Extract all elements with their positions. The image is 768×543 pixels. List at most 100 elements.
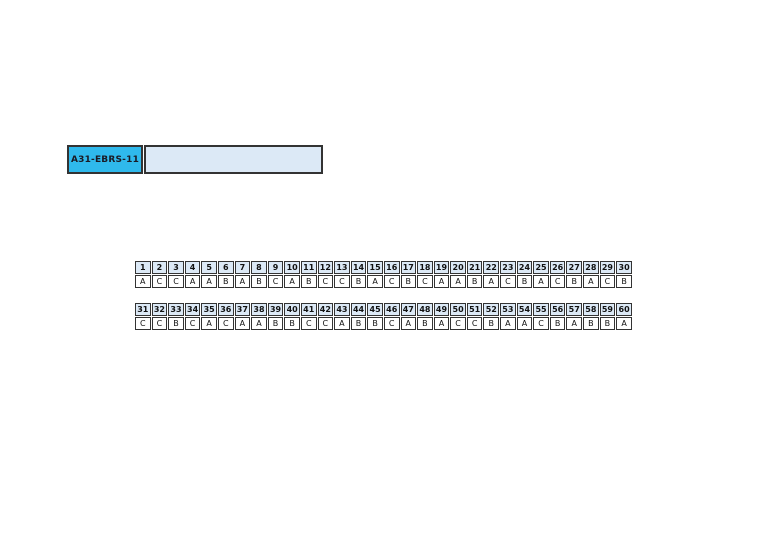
question-number-cell: 8 (251, 261, 267, 274)
answer-cell: C (500, 275, 516, 288)
question-number-cell: 21 (466, 261, 483, 274)
answer-cell: A (400, 317, 417, 330)
question-number-cell: 5 (201, 261, 217, 274)
question-number-cell: 34 (184, 303, 201, 316)
answer-cell: A (433, 317, 450, 330)
answer-cell: C (450, 317, 466, 330)
question-number-cell: 30 (616, 261, 632, 274)
question-number-cell: 35 (201, 303, 217, 316)
question-number-cell: 13 (334, 261, 350, 274)
question-number-cell: 4 (184, 261, 201, 274)
label-empty-cell (144, 145, 323, 174)
question-number-cell: 6 (217, 261, 234, 274)
answer-cell: B (350, 317, 367, 330)
answer-cell: C (267, 275, 284, 288)
answer-cell: B (284, 317, 300, 330)
answer-cell: A (516, 317, 533, 330)
answer-cell: C (599, 275, 616, 288)
question-number-cell: 55 (533, 303, 549, 316)
answer-cell: A (483, 275, 500, 288)
question-number-cell: 37 (234, 303, 251, 316)
answer-cell: B (599, 317, 616, 330)
answer-cell: A (234, 275, 251, 288)
question-number-cell: 7 (234, 261, 251, 274)
question-number-cell: 16 (383, 261, 400, 274)
question-number-cell: 2 (151, 261, 168, 274)
question-number-cell: 1 (135, 261, 151, 274)
answer-cell: A (533, 275, 549, 288)
question-number-cell: 31 (135, 303, 151, 316)
question-number-cell: 11 (300, 261, 317, 274)
question-number-cell: 36 (217, 303, 234, 316)
question-number-cell: 39 (267, 303, 284, 316)
question-number-cell: 12 (317, 261, 334, 274)
answer-cell: C (334, 275, 350, 288)
answer-cell: B (516, 275, 533, 288)
question-number-cell: 53 (500, 303, 516, 316)
question-number-cell: 27 (566, 261, 583, 274)
question-number-cell: 56 (549, 303, 566, 316)
question-number-cell: 54 (516, 303, 533, 316)
question-number-cell: 50 (450, 303, 466, 316)
answer-cell: C (151, 275, 168, 288)
question-number-cell: 29 (599, 261, 616, 274)
answer-cell: C (217, 317, 234, 330)
question-number-cell: 40 (284, 303, 300, 316)
question-number-cell: 25 (533, 261, 549, 274)
question-number-cell: 28 (583, 261, 599, 274)
answer-cell: B (549, 317, 566, 330)
answer-cell: A (450, 275, 466, 288)
answer-cell: B (483, 317, 500, 330)
answer-cell: B (417, 317, 433, 330)
question-number-cell: 14 (350, 261, 367, 274)
answer-cell: B (217, 275, 234, 288)
answer-cell: C (184, 317, 201, 330)
question-number-cell: 33 (168, 303, 184, 316)
question-number-cell: 45 (367, 303, 383, 316)
question-number-cell: 51 (466, 303, 483, 316)
answer-cell: A (367, 275, 383, 288)
question-number-cell: 41 (300, 303, 317, 316)
answer-cell: B (168, 317, 184, 330)
answer-cell: C (317, 275, 334, 288)
question-number-cell: 9 (267, 261, 284, 274)
question-number-cell: 19 (433, 261, 450, 274)
answer-cell: C (300, 317, 317, 330)
answer-cell: A (500, 317, 516, 330)
question-number-cell: 26 (549, 261, 566, 274)
question-number-cell: 48 (417, 303, 433, 316)
question-number-cell: 60 (616, 303, 632, 316)
answer-cell: A (201, 275, 217, 288)
answer-cell: C (317, 317, 334, 330)
answer-cell: A (234, 317, 251, 330)
question-number-cell: 43 (334, 303, 350, 316)
question-number-cell: 23 (500, 261, 516, 274)
question-number-cell: 20 (450, 261, 466, 274)
question-number-cell: 59 (599, 303, 616, 316)
question-number-cell: 18 (417, 261, 433, 274)
answer-cell: C (417, 275, 433, 288)
answer-cell: B (267, 317, 284, 330)
question-number-cell: 17 (400, 261, 417, 274)
answer-cell: B (566, 275, 583, 288)
question-number-cell: 15 (367, 261, 383, 274)
question-number-cell: 49 (433, 303, 450, 316)
answer-cell: B (300, 275, 317, 288)
answer-cell: A (284, 275, 300, 288)
question-number-cell: 47 (400, 303, 417, 316)
question-number-cell: 38 (251, 303, 267, 316)
answer-cell: B (367, 317, 383, 330)
answer-cell: B (466, 275, 483, 288)
label-code-cell: A31-EBRS-11 (67, 145, 143, 174)
question-number-cell: 22 (483, 261, 500, 274)
label-box: A31-EBRS-11 (66, 144, 324, 175)
answer-cell: C (383, 317, 400, 330)
answer-cell: C (135, 317, 151, 330)
answer-cell: B (616, 275, 632, 288)
answer-cell: A (201, 317, 217, 330)
